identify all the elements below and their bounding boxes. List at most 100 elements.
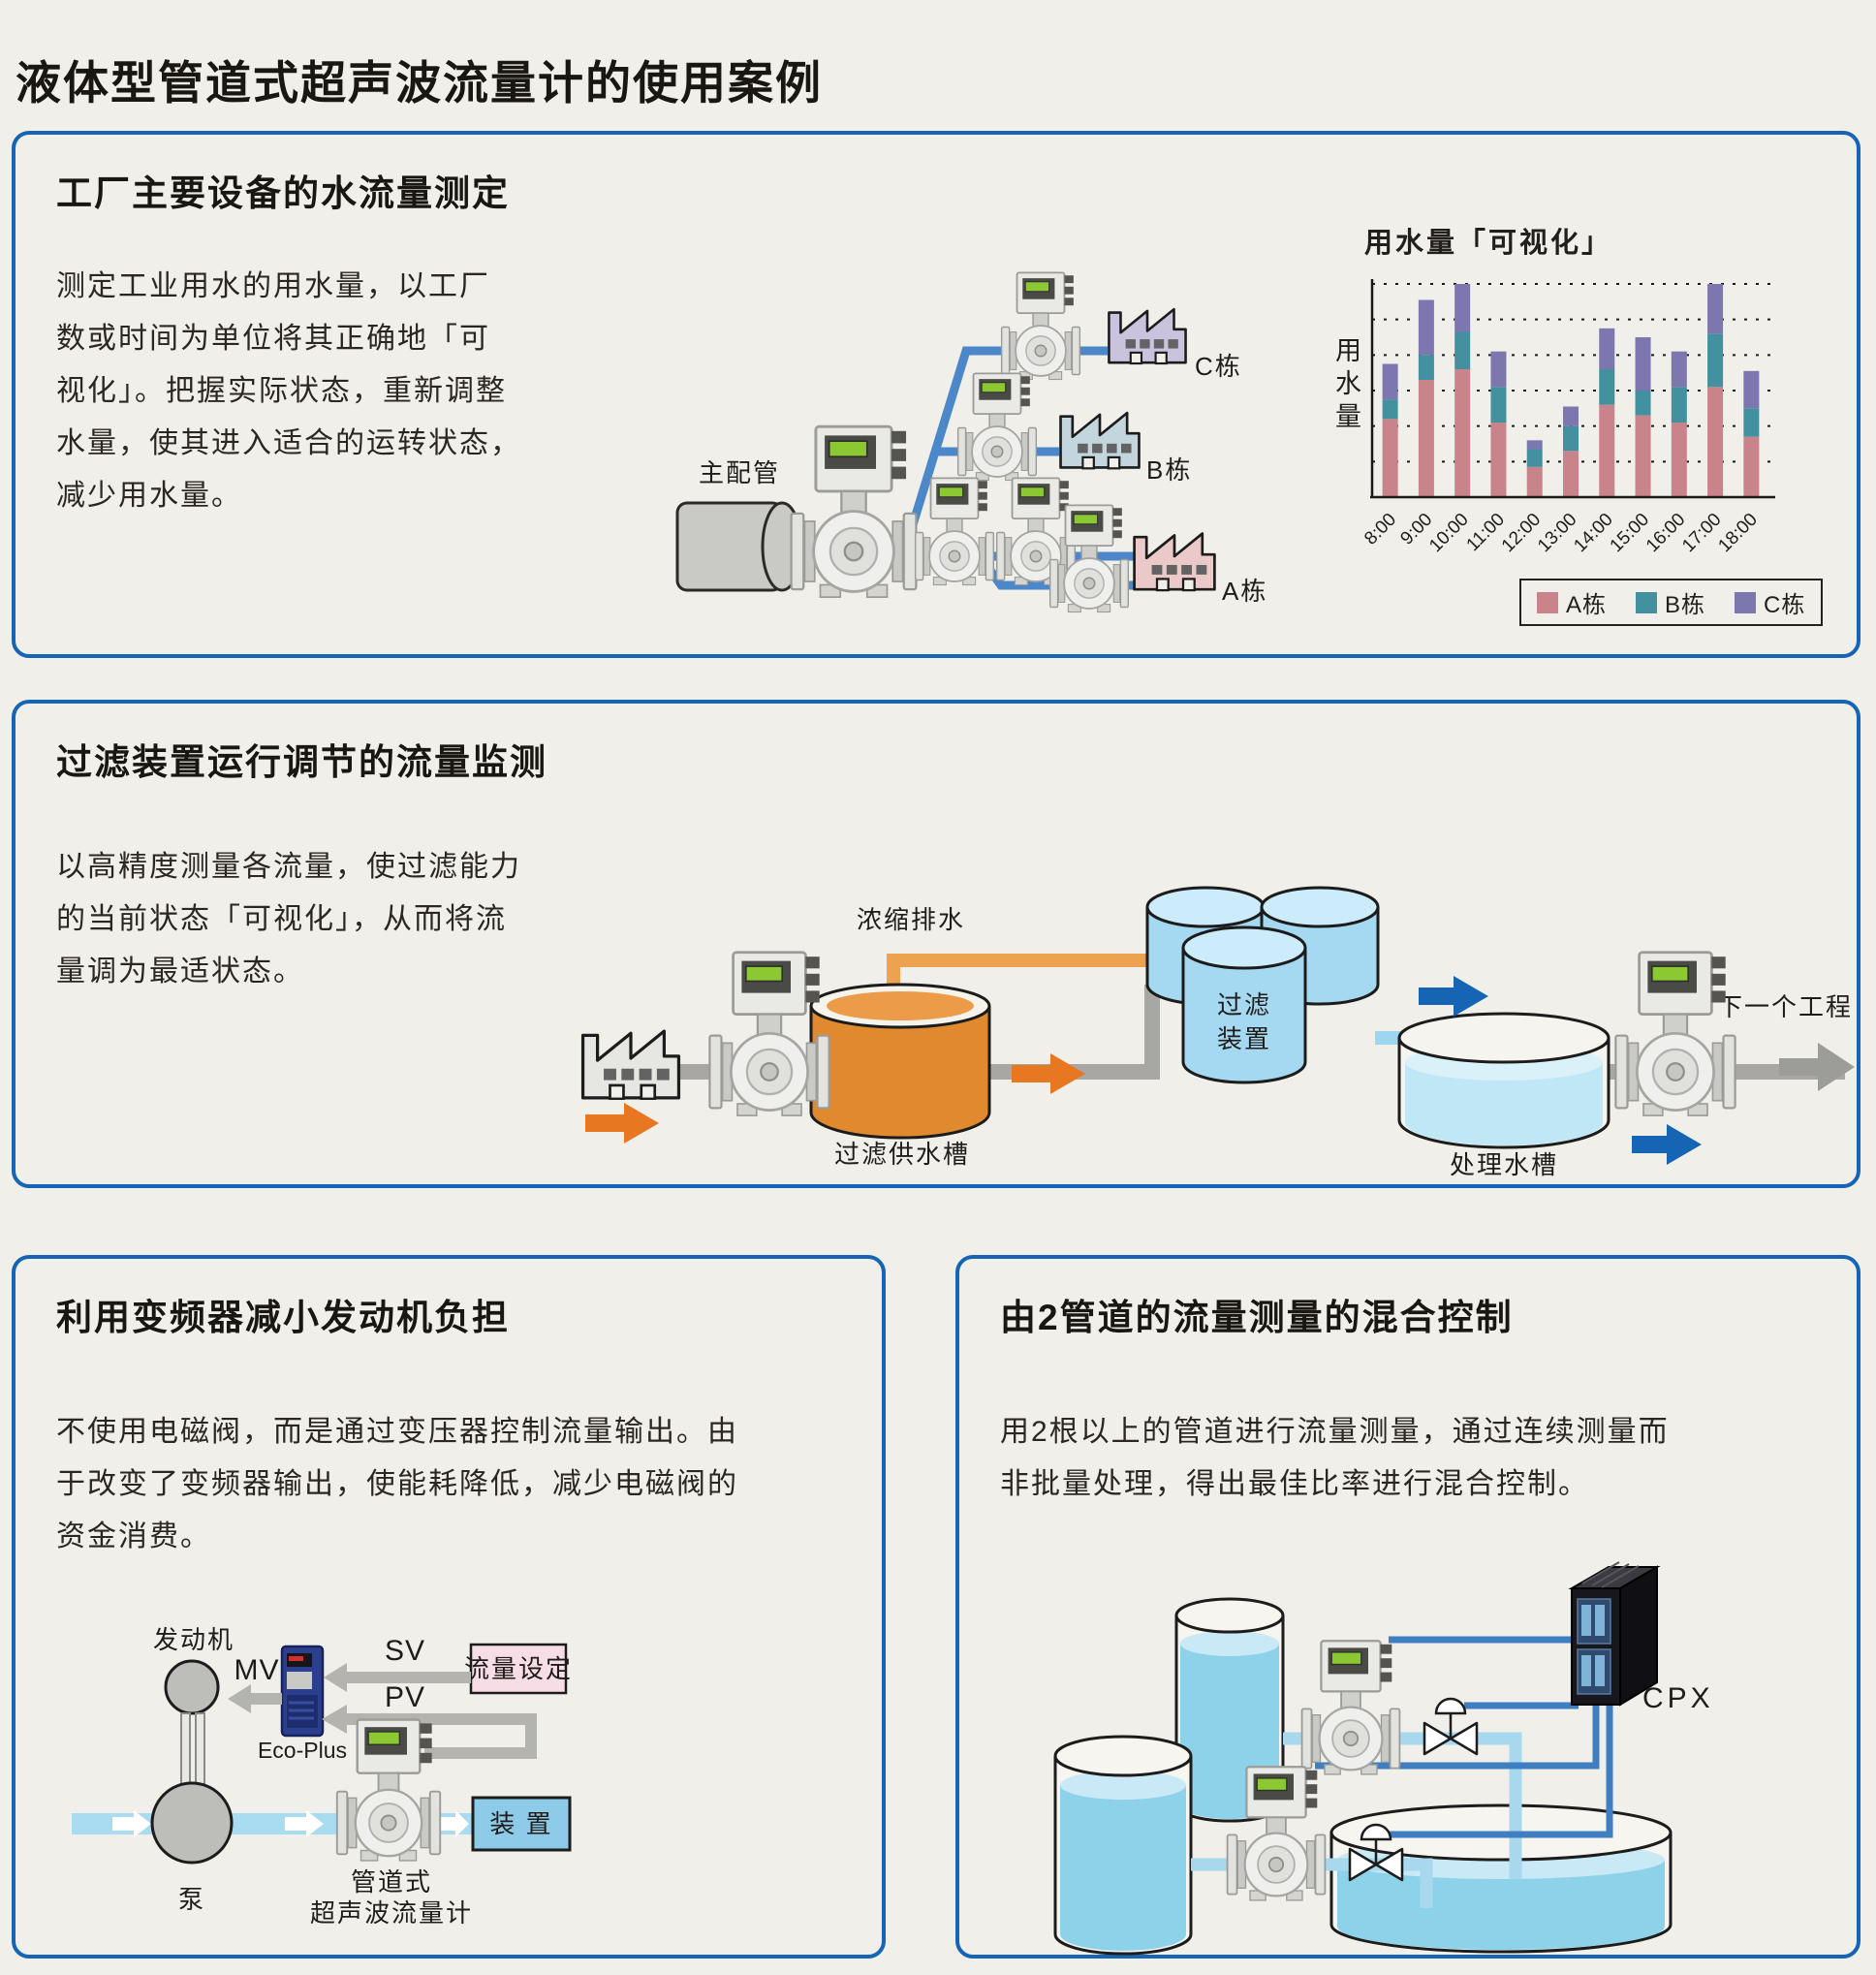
legend-swatch: [1537, 591, 1558, 613]
svg-text:10:00: 10:00: [1425, 510, 1472, 556]
svg-text:14:00: 14:00: [1570, 510, 1616, 556]
flow-meter-icon: [1300, 1640, 1401, 1776]
svg-text:11:00: 11:00: [1463, 510, 1509, 555]
supply-tank-icon: [809, 983, 991, 1140]
panel-filtration-body: 以高精度测量各流量，使过滤能力 的当前状态「可视化」，从而将流 量调为最适状态。: [56, 851, 521, 988]
meter-caption: 管道式: [351, 1867, 432, 1897]
flow-setting-box: [469, 1643, 568, 1695]
chart-title: 用水量「可视化」: [1364, 228, 1613, 259]
svg-text:量: 量: [1335, 402, 1361, 431]
factory-icon: [580, 1029, 681, 1100]
chart-legend: A栋 B栋 C栋: [1519, 579, 1824, 626]
legend-label: C栋: [1764, 592, 1806, 618]
svg-text:13:00: 13:00: [1534, 510, 1580, 556]
panel-factory-water-title: 工厂主要设备的水流量测定: [56, 173, 510, 213]
meter-caption: 超声波流量计: [310, 1898, 473, 1928]
legend-item: C栋: [1735, 585, 1805, 619]
svg-text:17:00: 17:00: [1678, 510, 1725, 556]
legend-label: B栋: [1665, 592, 1706, 618]
svg-text:用: 用: [1335, 336, 1361, 365]
pump-label: 泵: [178, 1885, 205, 1914]
flow-arrow-orange: [585, 1103, 659, 1144]
chart-plot: 8:009:0010:0011:0012:0013:0014:0015:0016…: [1335, 279, 1775, 556]
legend-item: A栋: [1537, 585, 1607, 619]
building-b-label: B栋: [1146, 455, 1192, 485]
flow-setting-label: 流量设定: [464, 1654, 573, 1683]
svg-text:水: 水: [1335, 369, 1361, 398]
sv-arrow: [324, 1663, 471, 1692]
next-process-label: 下一个工程: [1717, 992, 1853, 1021]
panel-mixing: 由2管道的流量测量的混合控制 用2根以上的管道进行流量测量，通过连续测量而 非批…: [955, 1255, 1860, 1959]
panel-filtration: 过滤装置运行调节的流量监测 以高精度测量各流量，使过滤能力 的当前状态「可视化」…: [12, 700, 1860, 1188]
mv-arrow: [228, 1684, 282, 1713]
mixing-tank-icon: [1329, 1803, 1673, 1954]
svg-text:18:00: 18:00: [1714, 510, 1761, 556]
filtration-diagram: 浓缩排水 过滤供水槽 过滤 装置 处理水槽: [580, 886, 1855, 1179]
panel-inverter: 利用变频器减小发动机负担 不使用电磁阀，而是通过变压器控制流量输出。由 于改变了…: [12, 1255, 886, 1959]
treated-tank-icon: [1397, 1012, 1610, 1149]
shaft-icon: [180, 1712, 205, 1786]
flow-arrow-blue: [1632, 1124, 1702, 1165]
mixing-diagram: CPX: [1053, 1561, 1714, 1956]
svg-text:15:00: 15:00: [1607, 510, 1653, 556]
flow-arrow-orange: [1012, 1053, 1085, 1094]
supply-tank-label: 过滤供水槽: [834, 1140, 970, 1169]
building-a-label: A栋: [1222, 577, 1267, 606]
inverter-icon: [280, 1645, 325, 1738]
flow-arrow-gray: [1779, 1043, 1855, 1091]
panel-factory-water: 工厂主要设备的水流量测定 测定工业用水的用水量，以工厂 数或时间为单位将其正确地…: [12, 131, 1860, 658]
pv-label: PV: [385, 1681, 425, 1713]
treated-tank-label: 处理水槽: [1450, 1150, 1558, 1179]
sv-label: SV: [385, 1635, 425, 1667]
device-box: [471, 1796, 572, 1852]
panel-mixing-body: 用2根以上的管道进行流量测量，通过连续测量而 非批量处理，得出最佳比率进行混合控…: [1000, 1416, 1670, 1500]
tank-icon: [1053, 1735, 1193, 1956]
engine-label: 发动机: [153, 1625, 234, 1654]
legend-swatch: [1735, 591, 1757, 613]
filter-device-icon: [1145, 886, 1380, 1084]
flow-meter-icon: [335, 1718, 442, 1863]
panel-mixing-title: 由2管道的流量测量的混合控制: [1000, 1298, 1514, 1337]
pv-arrowhead: [322, 1705, 347, 1734]
pump-icon: [150, 1781, 234, 1865]
building-c-label: C栋: [1195, 352, 1242, 381]
cpx-label: CPX: [1642, 1682, 1714, 1714]
cpx-controller-icon: [1568, 1561, 1661, 1707]
factory-b-icon: [1059, 411, 1141, 470]
legend-label: A栋: [1566, 592, 1608, 618]
main-pipe-label: 主配管: [699, 458, 780, 487]
page-title: 液体型管道式超声波流量计的使用案例: [16, 57, 823, 110]
svg-text:16:00: 16:00: [1642, 510, 1689, 556]
filter-device-label: 过滤: [1217, 990, 1271, 1019]
panel-inverter-title: 利用变频器减小发动机负担: [56, 1298, 510, 1337]
factory-a-icon: [1133, 532, 1216, 592]
flow-meter-icon: [1614, 951, 1736, 1117]
flow-arrow-white: [112, 1810, 469, 1837]
factory-water-diagram: 主配管 C栋 B栋 A栋: [675, 271, 1267, 613]
legend-swatch: [1636, 591, 1658, 613]
flow-meter-icon: [914, 477, 995, 586]
inverter-label: Eco-Plus: [258, 1738, 347, 1763]
device-label: 装 置: [489, 1809, 552, 1838]
panel-filtration-title: 过滤装置运行调节的流量监测: [56, 742, 547, 782]
inverter-diagram: 发动机 泵 Eco-Plus 流量设定 装 置 SV: [72, 1625, 573, 1928]
engine-icon: [164, 1659, 220, 1715]
flow-meter-icon: [956, 372, 1038, 482]
factory-c-icon: [1107, 307, 1188, 365]
filter-device-label: 装置: [1217, 1024, 1271, 1053]
pv-line: [345, 1713, 537, 1759]
svg-text:12:00: 12:00: [1498, 510, 1545, 556]
flow-meter-icon: [1000, 271, 1081, 381]
signal-line: [1390, 1702, 1613, 1838]
drain-label: 浓缩排水: [857, 905, 965, 934]
main-pipe-icon: [675, 501, 803, 592]
flow-arrow-blue: [1419, 976, 1488, 1017]
legend-item: B栋: [1636, 585, 1705, 619]
flow-meter-icon: [790, 424, 918, 599]
signal-line: [1315, 1702, 1600, 1770]
panel-factory-water-body: 测定工业用水的用水量，以工厂 数或时间为单位将其正确地「可 视化」。把握实际状态…: [56, 270, 521, 512]
mv-label: MV: [234, 1654, 280, 1686]
svg-text:8:00: 8:00: [1360, 510, 1400, 549]
panel-inverter-body: 不使用电磁阀，而是通过变压器控制流量输出。由 于改变了变频器输出，使能耗降低，减…: [56, 1416, 738, 1552]
